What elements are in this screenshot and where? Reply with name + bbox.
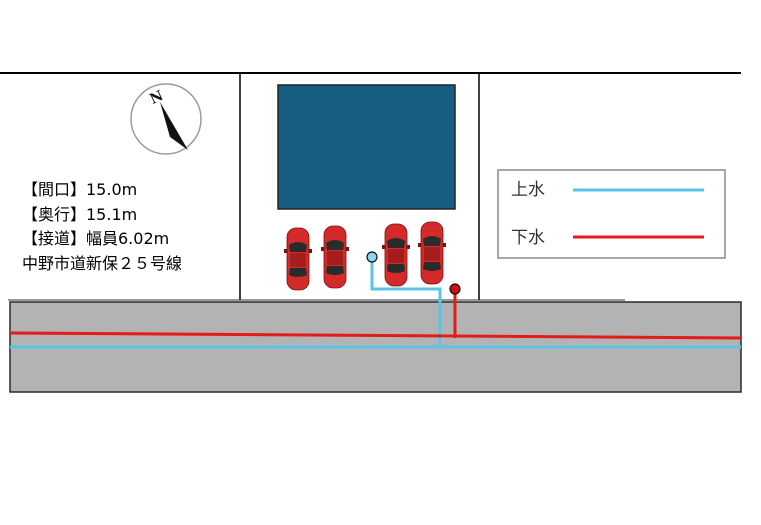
site-info: 【間口】15.0m 【奥行】15.1m 【接道】幅員6.02m 中野市道新保２５… [22, 178, 182, 276]
building-footprint [277, 84, 456, 210]
legend-box [497, 169, 726, 259]
road-access-text: 【接道】幅員6.02m [22, 229, 170, 248]
sewer-inlet [449, 283, 461, 295]
parked-car-2 [320, 225, 350, 289]
frontage-text: 【間口】15.0m [22, 180, 138, 199]
legend: 上水 下水 [497, 169, 726, 259]
sewer-line-main [9, 331, 742, 340]
parked-car-1 [283, 227, 313, 291]
parked-car-3 [381, 223, 411, 287]
legend-label-sewer: 下水 [511, 228, 545, 248]
north-compass-icon: N [130, 83, 202, 155]
water-supply-service-line [370, 257, 442, 347]
legend-label-water-supply: 上水 [511, 180, 545, 200]
parked-car-4 [417, 221, 447, 285]
road-name-text: 中野市道新保２５号線 [22, 253, 183, 273]
depth-text: 【奥行】15.1m [22, 204, 138, 224]
water-supply-meter [366, 251, 378, 263]
